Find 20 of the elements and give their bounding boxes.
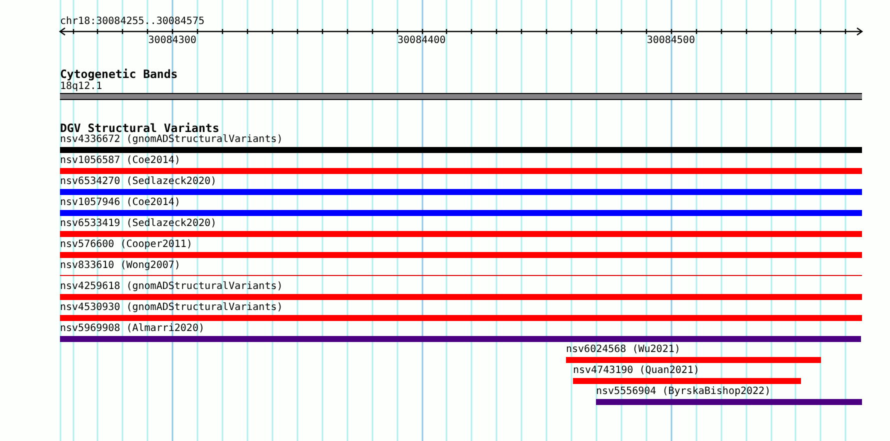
- feature-label: nsv1057946 (Coe2014): [60, 197, 180, 209]
- feature-label: nsv4336672 (gnomADStructuralVariants): [60, 134, 283, 146]
- feature-label: nsv833610 (Wong2007): [60, 260, 180, 272]
- feature-label: nsv6533419 (Sedlazeck2020): [60, 218, 217, 230]
- feature-label: nsv6534270 (Sedlazeck2020): [60, 176, 217, 188]
- track-title: DGV Structural Variants: [60, 122, 220, 135]
- feature-label: nsv576600 (Cooper2011): [60, 239, 192, 251]
- tick-label: 30084300: [148, 35, 196, 47]
- feature-label: nsv4743190 (Quan2021): [573, 365, 700, 377]
- band-label: 18q12.1: [60, 80, 102, 92]
- tick-label: 30084400: [398, 35, 446, 47]
- feature-label: nsv6024568 (Wu2021): [566, 344, 680, 356]
- feature-label: nsv4530930 (gnomADStructuralVariants): [60, 302, 283, 314]
- track-title: Cytogenetic Bands: [60, 68, 178, 80]
- feature-label: nsv1056587 (Coe2014): [60, 155, 180, 167]
- feature-label: nsv4259618 (gnomADStructuralVariants): [60, 281, 283, 293]
- feature-label: nsv5556904 (ByrskaBishop2022): [596, 386, 771, 398]
- feature-label: nsv5969908 (Almarri2020): [60, 323, 204, 335]
- locus-label: chr18:30084255..30084575: [60, 16, 204, 28]
- tick-label: 30084500: [646, 35, 695, 47]
